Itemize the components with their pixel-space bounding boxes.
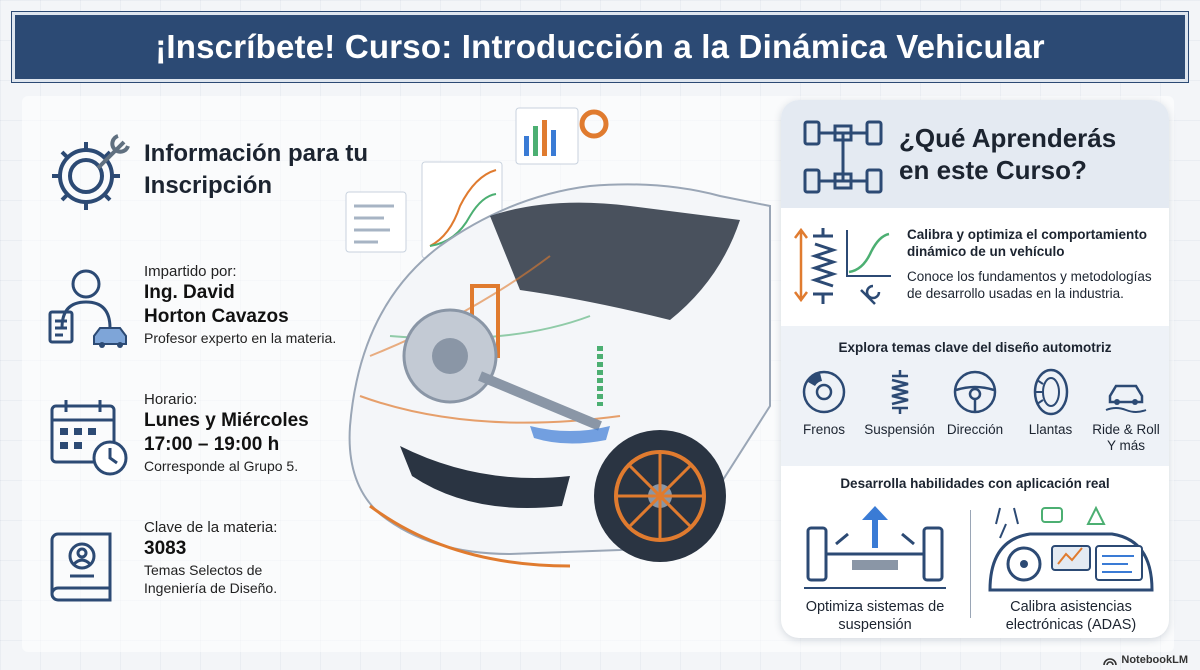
schedule-desc: Corresponde al Grupo 5. [144,458,299,474]
brand-logo-icon [1103,658,1118,666]
explore-section: Explora temas clave del diseño automotri… [781,326,1169,466]
brand-mark: NotebookLM [1103,654,1188,666]
calibrate-text: Conoce los fundamentos y metodologías de… [907,269,1152,301]
skill-label: Calibra asistencias electrónicas (ADAS) [1005,599,1137,633]
topic-label: Dirección [946,422,1004,437]
instructor-label: Impartido por: [144,263,237,280]
schedule-time: 17:00 – 19:00 h [144,434,280,455]
learn-header: ¿Qué Aprenderás en este Curso? [781,100,1169,208]
topic-label: Llantas [1028,422,1073,437]
divider [970,510,971,618]
floating-data-card [345,191,407,253]
explore-title: Explora temas clave del diseño automotri… [838,340,1112,355]
topic-label: Suspensión [864,422,935,437]
suspension-lift-icon [804,506,946,589]
learn-title-line2: en este Curso? [899,155,1087,185]
skill-suspension: Optimiza sistemas de suspensión [785,504,965,634]
topic-steering: Dirección [938,368,1012,454]
tire-icon [1033,368,1068,416]
skill-adas: Calibra asistencias electrónicas (ADAS) [981,504,1161,634]
topic-brakes: Frenos [787,368,861,454]
topics-row: Frenos Suspensión Dirección [787,368,1163,454]
calibrate-bold: Calibra y optimiza el comportamiento din… [907,227,1148,259]
course-key-label: Clave de la materia: [144,519,278,536]
car-body [348,183,771,568]
floating-bars-card [515,107,609,165]
instructor-block: Impartido por: Ing. David Horton Cavazos… [40,262,360,362]
schedule-block: Horario: Lunes y Miércoles 17:00 – 19:00… [40,390,360,490]
instructor-desc: Profesor experto en la materia. [144,330,337,346]
course-key-desc-line2: Ingeniería de Diseño. [144,580,278,596]
skill-label: Optimiza sistemas de suspensión [805,599,945,633]
topic-suspension: Suspensión [863,368,937,454]
topic-label: Frenos [802,422,846,437]
schedule-days: Lunes y Miércoles [144,410,309,431]
course-key-value: 3083 [144,538,187,559]
adas-dashboard-icon [988,505,1154,592]
topic-ride-roll: Ride & Roll Y más [1089,368,1163,454]
skills-section: Desarrolla habilidades con aplicación re… [781,468,1169,638]
info-title: Información para tu Inscripción [144,140,369,199]
learn-card: ¿Qué Aprenderás en este Curso? Calibra y… [781,100,1169,638]
course-key-block: Clave de la materia: 3083 Temas Selectos… [40,518,360,618]
car-roll-icon [1105,384,1147,413]
brake-disc-icon [802,370,846,414]
gear-wrench-icon [52,134,130,210]
calibrate-section: Calibra y optimiza el comportamiento din… [781,212,1169,324]
brand-name: NotebookLM [1121,654,1188,666]
chassis-icon [803,120,883,194]
schedule-label: Horario: [144,391,198,408]
car-illustration [345,107,771,568]
course-key-desc-line1: Temas Selectos de [144,562,263,578]
instructor-name-line2: Horton Cavazos [144,306,289,327]
skills-title: Desarrolla habilidades con aplicación re… [840,476,1110,491]
learn-title: ¿Qué Aprenderás en este Curso? [899,122,1116,186]
steering-wheel-icon [953,370,997,414]
info-header: Información para tu Inscripción [40,128,370,218]
learn-title-line1: ¿Qué Aprenderás [899,123,1117,153]
coil-spring-icon [891,370,908,414]
teacher-icon [48,269,127,348]
calendar-clock-icon [50,400,128,476]
topic-tires: Llantas [1014,368,1088,454]
book-badge-icon [50,532,112,602]
instructor-name-line1: Ing. David [144,282,235,303]
title-banner: ¡Inscríbete! Curso: Introducción a la Di… [11,11,1189,83]
spring-curve-icon [794,227,891,305]
page-title: ¡Inscríbete! Curso: Introducción a la Di… [155,28,1045,65]
topic-label: Ride & Roll Y más [1092,422,1160,453]
